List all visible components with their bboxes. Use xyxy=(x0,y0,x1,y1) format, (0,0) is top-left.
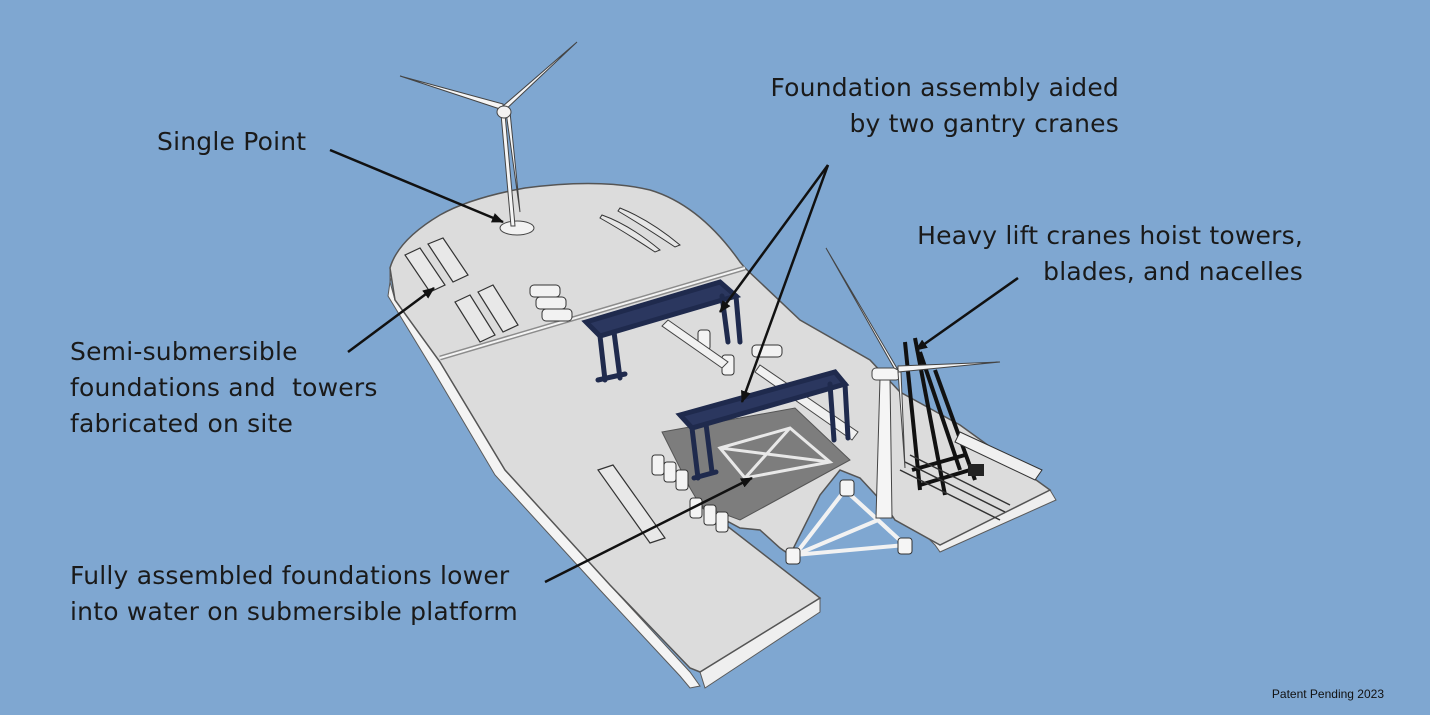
turbine-single-point xyxy=(399,41,578,236)
arrow-semi-submersible xyxy=(347,286,435,354)
label-semi-line1: Semi-submersible xyxy=(70,337,298,366)
arrow-fully-assembled xyxy=(544,476,753,584)
foundation-truss-on-platform xyxy=(717,426,834,480)
arrow-heavy-lift xyxy=(915,276,1019,352)
label-semi-line3: fabricated on site xyxy=(70,409,294,438)
label-heavy-line1: Heavy lift cranes hoist towers, xyxy=(917,221,1303,250)
fabrication-racks xyxy=(404,237,666,544)
gantry-crane-lower xyxy=(675,369,851,481)
truss-columns xyxy=(785,479,913,565)
label-heavy-line2: blades, and nacelles xyxy=(1043,257,1303,286)
label-fully-line2: into water on submersible platform xyxy=(70,597,518,626)
rails-right xyxy=(899,454,1011,521)
arrow-gantry-2 xyxy=(740,164,830,403)
label-heavy-lift: Heavy lift cranes hoist towers, blades, … xyxy=(905,218,1303,290)
column-cylinders xyxy=(651,329,735,533)
gantry-crane-upper xyxy=(581,279,743,383)
label-fully-line1: Fully assembled foundations lower xyxy=(70,561,510,590)
label-fully-assembled: Fully assembled foundations lower into w… xyxy=(70,558,518,630)
deck-module xyxy=(968,464,984,476)
patent-footnote: Patent Pending 2023 xyxy=(1271,687,1384,701)
arrow-gantry-1 xyxy=(718,164,830,313)
label-foundation-line2: by two gantry cranes xyxy=(849,109,1119,138)
turbine-assembled xyxy=(825,247,1001,519)
label-single-point: Single Point xyxy=(157,127,307,156)
blade-rack-right xyxy=(954,431,1043,481)
label-foundation-assembly: Foundation assembly aided by two gantry … xyxy=(745,70,1119,142)
arrow-single-point xyxy=(329,148,504,224)
label-foundation-line1: Foundation assembly aided xyxy=(770,73,1119,102)
callout-arrows xyxy=(329,148,1019,584)
label-semi-line2: foundations and towers xyxy=(70,373,378,402)
label-semi-submersible: Semi-submersible foundations and towers … xyxy=(70,334,378,442)
blades-on-deck xyxy=(599,207,681,253)
